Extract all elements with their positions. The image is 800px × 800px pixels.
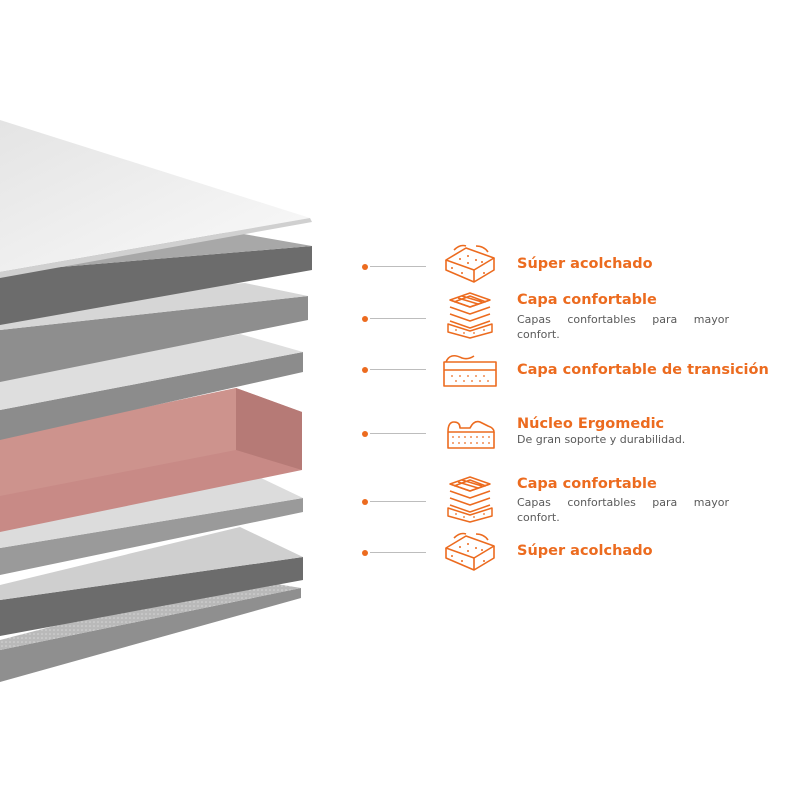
layer-title: Súper acolchado [517,543,653,559]
ergonomic-core-icon [447,420,495,449]
layer-title: Capa confortable [517,292,657,308]
layer-top-surface [0,120,312,278]
stacked-comfort-layers-icon [447,292,493,339]
connector-leader [370,318,426,319]
layer-description: Capas confortables para mayor confort. [517,313,729,341]
connector-leader [370,501,426,502]
layer-bottom-base [0,578,301,682]
layer-description: De gran soporte y durabilidad. [517,433,686,446]
connector-line [362,367,432,373]
connector-leader [370,433,426,434]
layer-capa-confortable-bottom [0,468,303,575]
connector-dot [362,316,368,322]
connector-line [362,550,432,556]
connector-leader [370,266,426,267]
layer-super-acolchado-bottom [0,527,303,636]
layer-description: Capas confortables para mayor confort. [517,496,729,524]
stacked-comfort-layers-icon [447,476,493,523]
layer-title: Núcleo Ergomedic [517,416,665,432]
connector-dot [362,367,368,373]
layer-title: Capa confortable [517,476,657,492]
connector-line [362,499,432,505]
connector-dot [362,264,368,270]
connector-leader [370,552,426,553]
connector-leader [370,369,426,370]
connector-dot [362,499,368,505]
connector-line [362,316,432,322]
layer-nucleo-ergomedic [0,388,302,532]
layer-transicion [0,334,303,440]
quilted-pad-icon [445,532,495,571]
connector-dot [362,550,368,556]
layer-title: Súper acolchado [517,256,653,272]
quilted-pad-icon [445,244,495,283]
connector-line [362,431,432,437]
layer-title: Capa confortable de transición [517,362,769,378]
connector-dot [362,431,368,437]
transition-layer-icon [443,354,497,387]
connector-line [362,264,432,270]
